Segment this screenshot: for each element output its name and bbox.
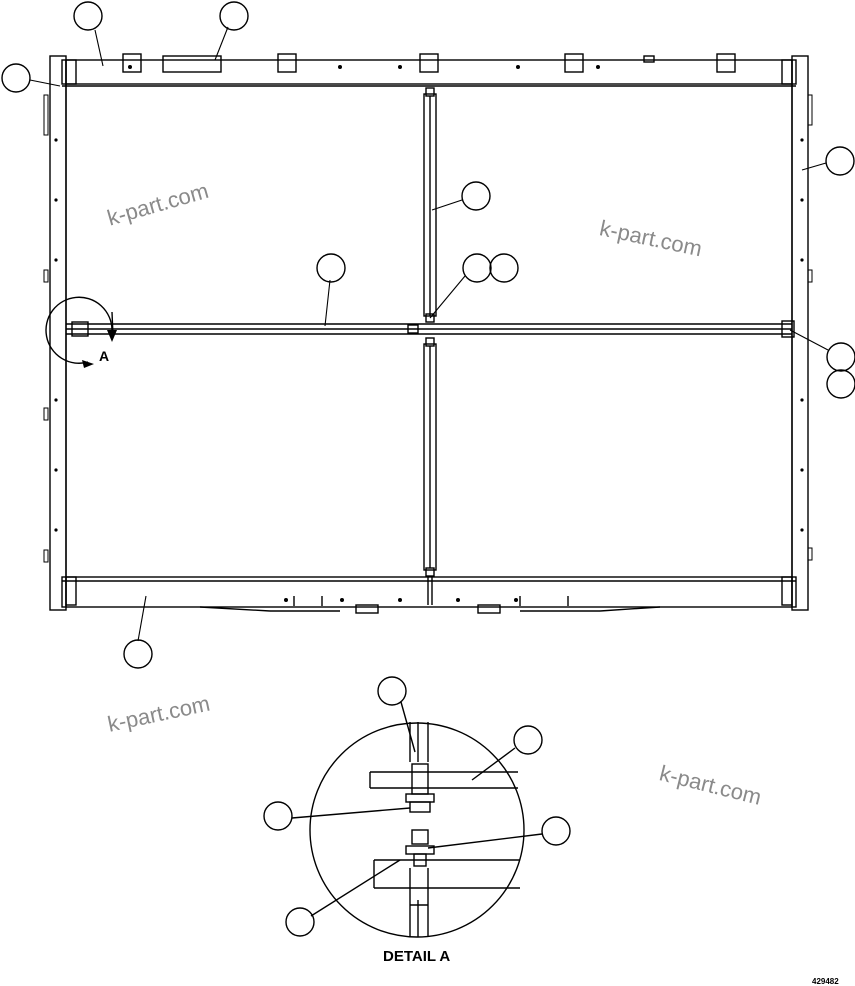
left-post [49,55,67,611]
vertical-bar-upper [423,87,437,323]
bolt-dots [54,65,804,602]
detail-title: DETAIL A [383,948,451,965]
arrow-head [107,330,117,342]
callout-bubble [1,63,31,93]
callout-bubble [489,253,519,283]
post-slots [43,94,813,563]
leader-lines [29,26,829,642]
callout-bubble [219,1,249,31]
callout-bubble [123,639,153,669]
callout-bubbles [1,1,855,937]
callout-bubble [285,907,315,937]
arrow-head [82,360,94,368]
callout-bubble [541,816,571,846]
vertical-bar-lower [423,337,437,605]
view-a-label: A [99,348,110,364]
callout-bubble [825,146,855,176]
callout-bubble [826,342,855,372]
callout-bubble [826,369,855,399]
callout-bubble [461,181,491,211]
callout-bubble [377,676,407,706]
corner-blocks [65,59,793,606]
bottom-rail [61,576,797,608]
callout-bubble [513,725,543,755]
horizontal-crossbar [66,320,795,338]
bottom-rail-details [199,596,661,614]
callout-bubble [73,1,103,31]
frame-outline [49,55,809,611]
callout-bubble [316,253,346,283]
top-rail-tabs [122,53,736,73]
callout-bubble [462,253,492,283]
detail-a [291,701,543,938]
top-rail [61,59,797,85]
callout-bubble [263,801,293,831]
